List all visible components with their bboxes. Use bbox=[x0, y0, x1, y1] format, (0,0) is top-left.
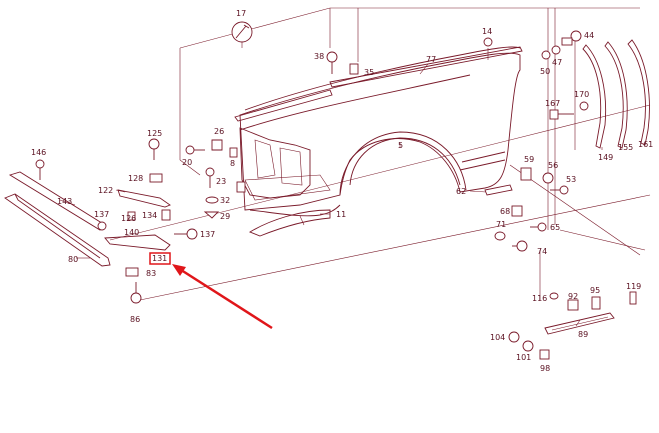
part-label: 14 bbox=[482, 27, 492, 36]
part-label: 77 bbox=[426, 55, 436, 64]
part-label: 137 bbox=[200, 230, 215, 239]
part-label: 89 bbox=[578, 330, 588, 339]
fasteners bbox=[35, 21, 637, 360]
part-labels: 17 14 44 38 35 77 50 47 167 170 126 125 … bbox=[31, 9, 653, 373]
part-label: 80 bbox=[68, 255, 78, 264]
part-label: 8 bbox=[230, 159, 235, 168]
part-label: 125 bbox=[147, 129, 162, 138]
leader-lines bbox=[59, 42, 603, 327]
part-label: 126 bbox=[121, 214, 136, 223]
fender-panel bbox=[239, 46, 521, 217]
part-label: 23 bbox=[216, 177, 226, 186]
part-label: 20 bbox=[182, 158, 192, 167]
part-label: 11 bbox=[336, 210, 346, 219]
part-label: 140 bbox=[124, 228, 139, 237]
part-label: 47 bbox=[552, 58, 562, 67]
part-label: 17 bbox=[236, 9, 246, 18]
part-label: 170 bbox=[574, 90, 589, 99]
part-label: 83 bbox=[146, 269, 156, 278]
part-label: 101 bbox=[516, 353, 531, 362]
wheel-arch-trims bbox=[582, 39, 650, 149]
highlight-box bbox=[149, 252, 171, 265]
part-label: 68 bbox=[500, 207, 510, 216]
highlight-arrow-shaft bbox=[177, 266, 273, 330]
part-label: 86 bbox=[130, 315, 140, 324]
part-label: 50 bbox=[540, 67, 550, 76]
small-strips bbox=[104, 189, 171, 251]
part-label: 53 bbox=[566, 175, 576, 184]
part-label: 149 bbox=[598, 153, 613, 162]
side-strip-62 bbox=[484, 184, 513, 196]
part-label: 131 bbox=[152, 254, 167, 263]
part-label: 167 bbox=[545, 99, 560, 108]
part-label: 137 bbox=[94, 210, 109, 219]
highlight-arrow-head bbox=[172, 264, 186, 276]
part-label: 74 bbox=[537, 247, 547, 256]
part-label: 122 bbox=[98, 186, 113, 195]
guide-lines bbox=[109, 7, 651, 301]
part-label: 35 bbox=[364, 68, 374, 77]
part-label: 71 bbox=[496, 220, 506, 229]
part-label: 26 bbox=[214, 127, 224, 136]
part-label: 143 bbox=[57, 197, 72, 206]
highlight-callout bbox=[149, 252, 273, 330]
part-label: 29 bbox=[220, 212, 230, 221]
part-label: 32 bbox=[220, 196, 230, 205]
part-label: 116 bbox=[532, 294, 547, 303]
part-label: 62 bbox=[456, 187, 466, 196]
air-deflector-11 bbox=[248, 209, 331, 237]
part-label: 92 bbox=[568, 292, 578, 301]
part-label: 5 bbox=[398, 141, 403, 150]
sill-strip-89 bbox=[544, 312, 615, 335]
part-label: 98 bbox=[540, 364, 550, 373]
part-label: 128 bbox=[128, 174, 143, 183]
part-label: 119 bbox=[626, 282, 641, 291]
part-label: 56 bbox=[548, 161, 558, 170]
part-label: 104 bbox=[490, 333, 505, 342]
part-label: 65 bbox=[550, 223, 560, 232]
part-label: 44 bbox=[584, 31, 594, 40]
front-strips bbox=[4, 171, 111, 267]
part-label: 38 bbox=[314, 52, 324, 61]
part-label: 155 bbox=[618, 143, 633, 152]
trim-strip-77 bbox=[234, 46, 523, 122]
part-label: 59 bbox=[524, 155, 534, 164]
part-label: 146 bbox=[31, 148, 46, 157]
part-label: 134 bbox=[142, 211, 157, 220]
part-label: 161 bbox=[638, 140, 653, 149]
part-label: 95 bbox=[590, 286, 600, 295]
